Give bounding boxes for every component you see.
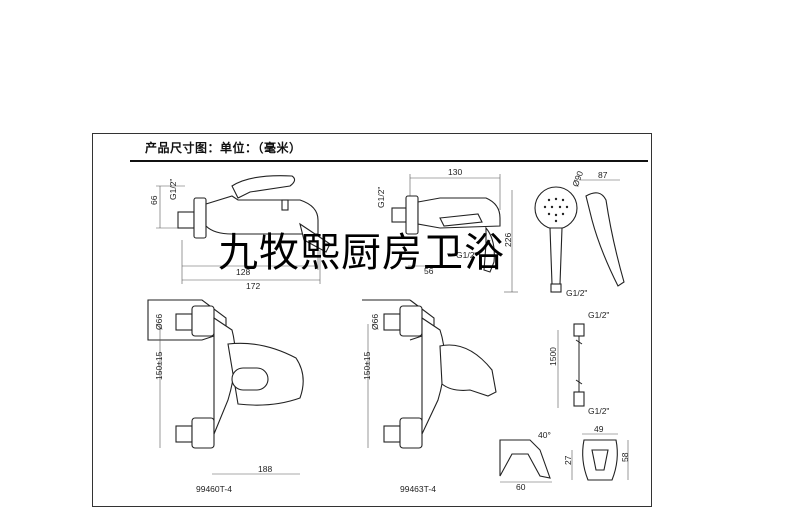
dim-dia-66-left: Ø66 [154,314,164,330]
model-label-mid: 99463T-4 [400,484,436,494]
bracket-side-view: 40° 60 [499,430,552,492]
side-view-shower-mixer: 130 G1/2" G1/2" 56 226 [376,167,518,293]
shower-holder-view: 49 27 58 [563,424,630,481]
dim-thread-shower: G1/2" [566,288,587,298]
dim-27: 27 [563,455,573,465]
dim-58: 58 [620,452,630,462]
dim-thread-g12-left: G1/2" [168,179,178,200]
dim-thread-hose-bottom: G1/2" [588,406,609,416]
dim-150-left: 150±15 [154,351,164,380]
dim-226: 226 [503,233,513,247]
watermark-text: 九牧熙厨房卫浴 [218,230,505,275]
dim-130: 130 [448,167,462,177]
dim-172: 172 [246,281,260,291]
model-label-left: 99460T-4 [196,484,232,494]
dim-150-mid: 150±15 [362,351,372,380]
dim-thread-g12-top: G1/2" [376,187,386,208]
drawing-frame [92,133,652,507]
front-view-99463: Ø66 150±15 99463T-4 [362,299,497,494]
dim-dia-66-mid: Ø66 [370,314,380,330]
dim-angle-40: 40° [538,430,551,440]
dim-60: 60 [516,482,526,492]
heading-rule [130,160,648,162]
hand-shower-view: Ø90 G1/2" 87 [534,169,625,298]
dim-188: 188 [258,464,272,474]
sheet-heading: 产品尺寸图：单位：（毫米） [145,141,302,155]
dim-49: 49 [594,424,604,434]
dim-thread-hose-top: G1/2" [588,310,609,320]
dim-dia-90: Ø90 [570,169,585,188]
dim-87: 87 [598,170,608,180]
front-view-99460: Ø66 150±15 188 99460T-4 [147,299,304,494]
dim-thread-g12-mid: G1/2" [456,250,477,260]
dim-56: 56 [424,266,434,276]
dim-1500: 1500 [548,347,558,366]
dim-128: 128 [236,267,250,277]
hose-view: 1500 G1/2" G1/2" [548,310,609,416]
side-view-bath-mixer: 66 G1/2" 128 172 [149,175,331,291]
dim-66: 66 [149,195,159,205]
